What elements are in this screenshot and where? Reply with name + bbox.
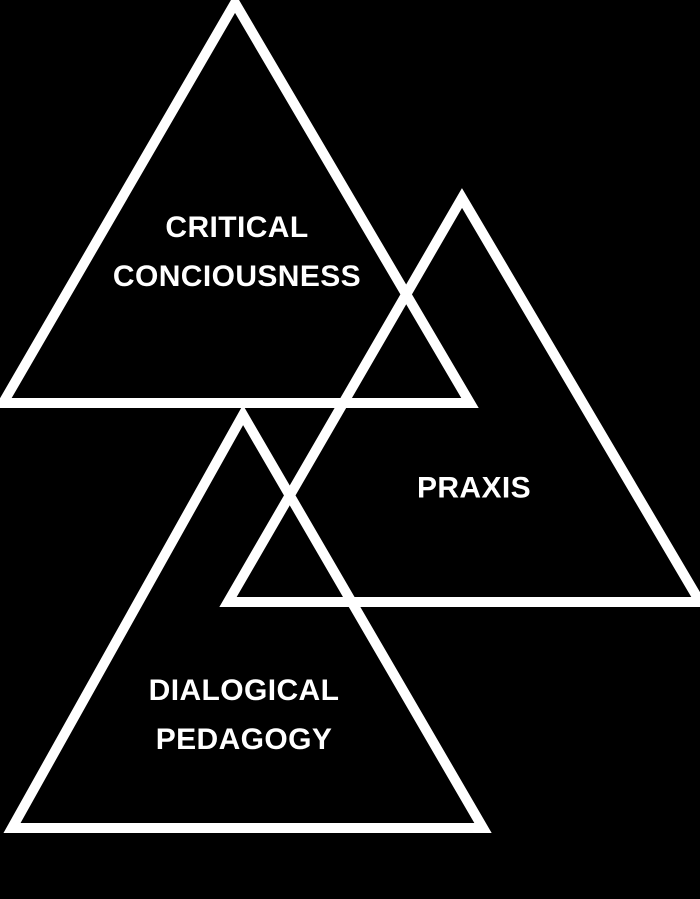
label-critical-consciousness: CRITICAL CONCIOUSNESS xyxy=(113,203,361,301)
label-line-critical: CRITICAL xyxy=(165,211,309,244)
label-line-pedagogy: PEDAGOGY xyxy=(155,723,333,756)
label-praxis: PRAXIS xyxy=(417,464,531,513)
label-dialogical-pedagogy: DIALOGICAL PEDAGOGY xyxy=(149,666,340,764)
triangle-praxis[interactable] xyxy=(219,188,700,607)
triangle-dialogical-pedagogy[interactable] xyxy=(3,404,492,833)
label-line-dialogical: DIALOGICAL xyxy=(148,674,340,707)
label-line-praxis: PRAXIS xyxy=(416,471,532,505)
triangle-critical-consciousness[interactable] xyxy=(0,0,479,408)
label-line-conciousness: CONCIOUSNESS xyxy=(112,260,362,293)
